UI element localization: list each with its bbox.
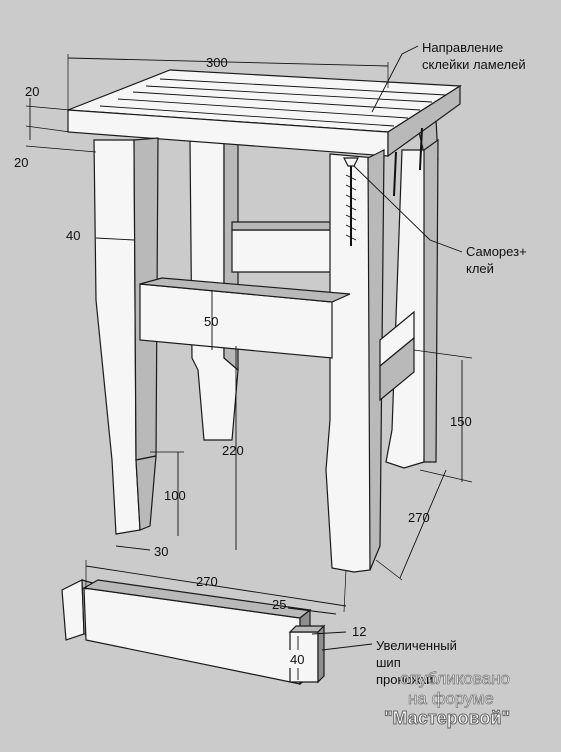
dim-300-line: [67, 57, 389, 67]
dim-20-ext-mid: [25, 125, 71, 133]
screw-note-line2: клей: [466, 261, 494, 276]
dim-30-label: 30: [154, 544, 168, 559]
screw-icon-2: [393, 127, 423, 197]
screw-note-line1: Саморез+: [466, 244, 527, 259]
dim-100-label: 100: [164, 488, 186, 503]
dim-20-bottom-label: 20: [14, 155, 28, 170]
dim-270-side-label: 270: [408, 510, 430, 525]
tenon-note-line1: Увеличенный: [376, 638, 457, 653]
dim-25-line: [287, 607, 337, 615]
dim-40-tenon-label: 40: [290, 652, 304, 667]
dim-150-ext-bot: [419, 469, 473, 483]
back-right-leg: [385, 117, 439, 469]
lamella-leader: [371, 45, 419, 113]
screw-icon: [343, 157, 359, 246]
dim-12-line: [311, 631, 347, 635]
dim-270-rail-label: 270: [196, 574, 218, 589]
dim-270-rail-line: [85, 565, 347, 607]
tenon-note-line2: шип: [376, 655, 401, 670]
watermark-line3: "Мастеровой": [384, 708, 510, 728]
dim-220-label: 220: [222, 443, 244, 458]
lamella-note-line2: склейки ламелей: [422, 57, 526, 72]
dim-20-ext-top: [25, 105, 71, 111]
lamella-note-line1: Направление: [422, 40, 503, 55]
dim-150-ext-top: [413, 349, 473, 359]
dim-30-line: [115, 545, 151, 551]
seat: [67, 69, 462, 158]
dim-12-label: 12: [352, 624, 366, 639]
dim-40-line: [95, 237, 135, 241]
back-upper-rail: [231, 221, 333, 273]
dim-25-label: 25: [272, 597, 286, 612]
tenon-leader: [321, 643, 373, 651]
dim-150-label: 150: [450, 414, 472, 429]
dim-270-side-ext: [375, 559, 403, 581]
dim-270-rail-ext-right: [343, 569, 347, 613]
watermark-line2: на форуме: [408, 689, 494, 708]
dim-20-ext-bot: [25, 145, 97, 153]
dim-300-label: 300: [206, 55, 228, 70]
dim-20-top-label: 20: [25, 84, 39, 99]
watermark-line1: опубликовано: [400, 669, 510, 688]
dim-270-side-line: [399, 469, 447, 579]
right-lower-rail: [379, 310, 415, 402]
front-right-leg: [325, 149, 385, 573]
dim-50-label: 50: [204, 314, 218, 329]
rail-detail: [61, 579, 326, 686]
tenon-note-line3: проножки: [376, 672, 433, 687]
front-rail: [139, 277, 351, 359]
screw-leader: [353, 165, 463, 253]
dim-40-label: 40: [66, 228, 80, 243]
dim-40-tenon-bg: [287, 650, 311, 668]
